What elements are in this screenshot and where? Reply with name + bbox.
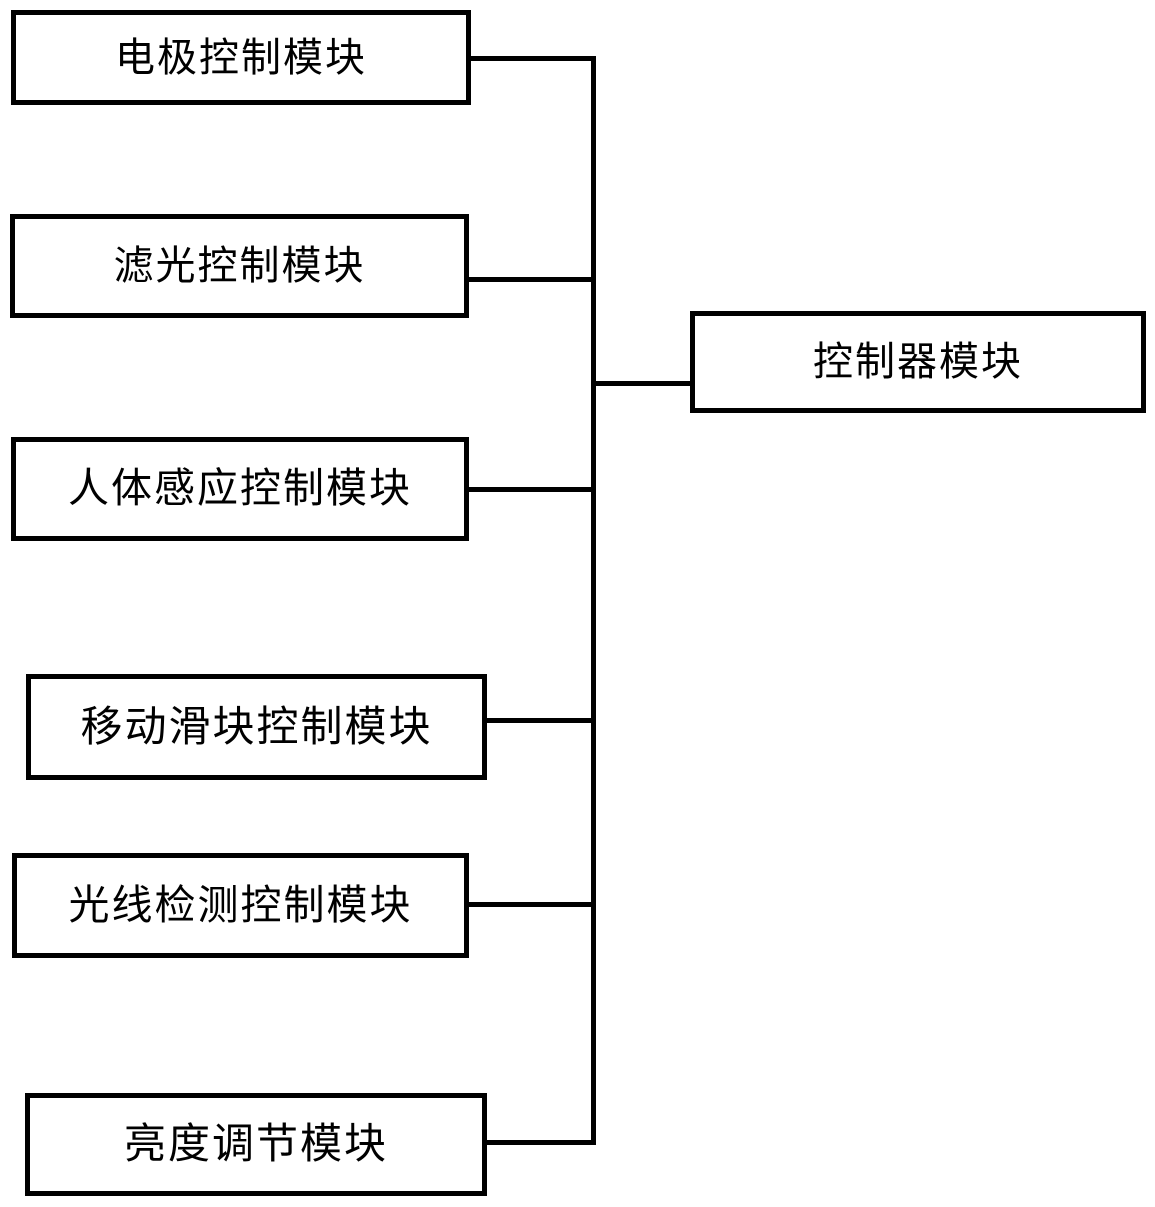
connector-electrode-to-bus xyxy=(468,56,596,61)
connector-moving-slider-to-bus xyxy=(484,718,596,723)
connector-light-filter-to-bus xyxy=(466,277,596,282)
node-light-filter-control-module[interactable]: 滤光控制模块 xyxy=(10,214,469,318)
node-label: 滤光控制模块 xyxy=(113,243,366,289)
connector-vertical-bus xyxy=(591,56,596,1145)
node-human-sensing-control-module[interactable]: 人体感应控制模块 xyxy=(11,437,469,541)
node-label: 电极控制模块 xyxy=(115,34,367,81)
node-label: 亮度调节模块 xyxy=(123,1119,388,1169)
connector-brightness-to-bus xyxy=(484,1140,596,1145)
node-label: 人体感应控制模块 xyxy=(68,464,412,513)
node-label: 移动滑块控制模块 xyxy=(80,701,433,751)
node-moving-slider-control-module[interactable]: 移动滑块控制模块 xyxy=(26,674,487,780)
node-electrode-control-module[interactable]: 电极控制模块 xyxy=(11,10,471,105)
connector-bus-to-controller xyxy=(591,381,695,386)
connector-light-detection-to-bus xyxy=(466,902,596,907)
node-label: 控制器模块 xyxy=(813,339,1023,385)
node-brightness-adjust-module[interactable]: 亮度调节模块 xyxy=(25,1093,487,1196)
connector-human-sensing-to-bus xyxy=(466,487,596,492)
node-light-detection-control-module[interactable]: 光线检测控制模块 xyxy=(12,853,469,958)
node-controller-module[interactable]: 控制器模块 xyxy=(690,311,1146,413)
node-label: 光线检测控制模块 xyxy=(68,880,413,929)
